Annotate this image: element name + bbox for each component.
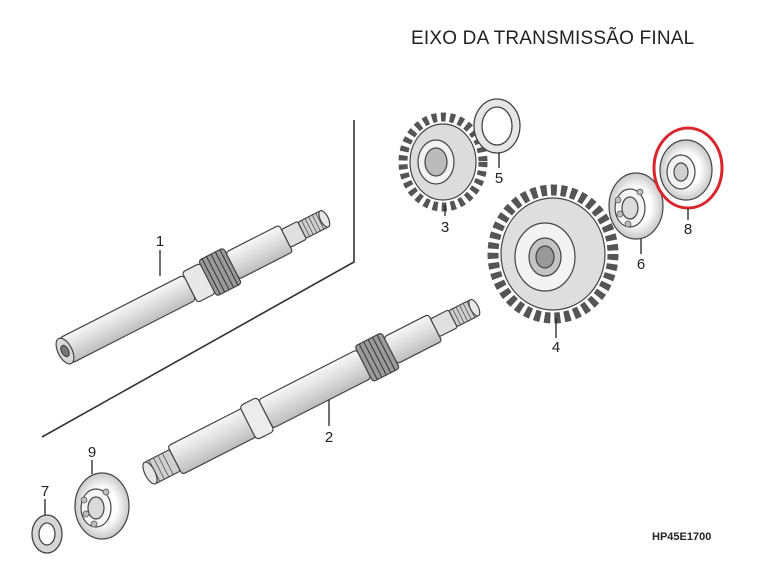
part-label-8: 8 [684,221,692,238]
countershaft-drawing [55,210,331,365]
separator-lines [41,120,355,438]
part-label-3: 3 [441,219,449,236]
ball-bearing-drawing [608,172,664,240]
large-gear-drawing [487,184,619,324]
part-label-2: 2 [325,429,333,446]
diagram-title: EIXO DA TRANSMISSÃO FINAL [411,28,695,49]
small-gear-drawing [398,112,488,212]
oil-seal-drawing [31,514,63,554]
part-label-9: 9 [88,444,96,461]
final-shaft-drawing [142,298,481,485]
leader-lines [44,153,689,515]
part-label-4: 4 [552,339,560,356]
part-labels: 1 2 3 4 5 6 7 8 9 [41,170,692,500]
thrust-washer-drawing [473,98,521,154]
part-label-1: 1 [156,233,164,250]
highlighted-bearing-drawing [652,126,724,210]
part-label-7: 7 [41,483,49,500]
diagram-code: HP45E1700 [652,531,712,543]
lower-bearing-drawing [74,472,130,540]
part-label-6: 6 [637,256,645,273]
part-label-5: 5 [495,170,503,187]
